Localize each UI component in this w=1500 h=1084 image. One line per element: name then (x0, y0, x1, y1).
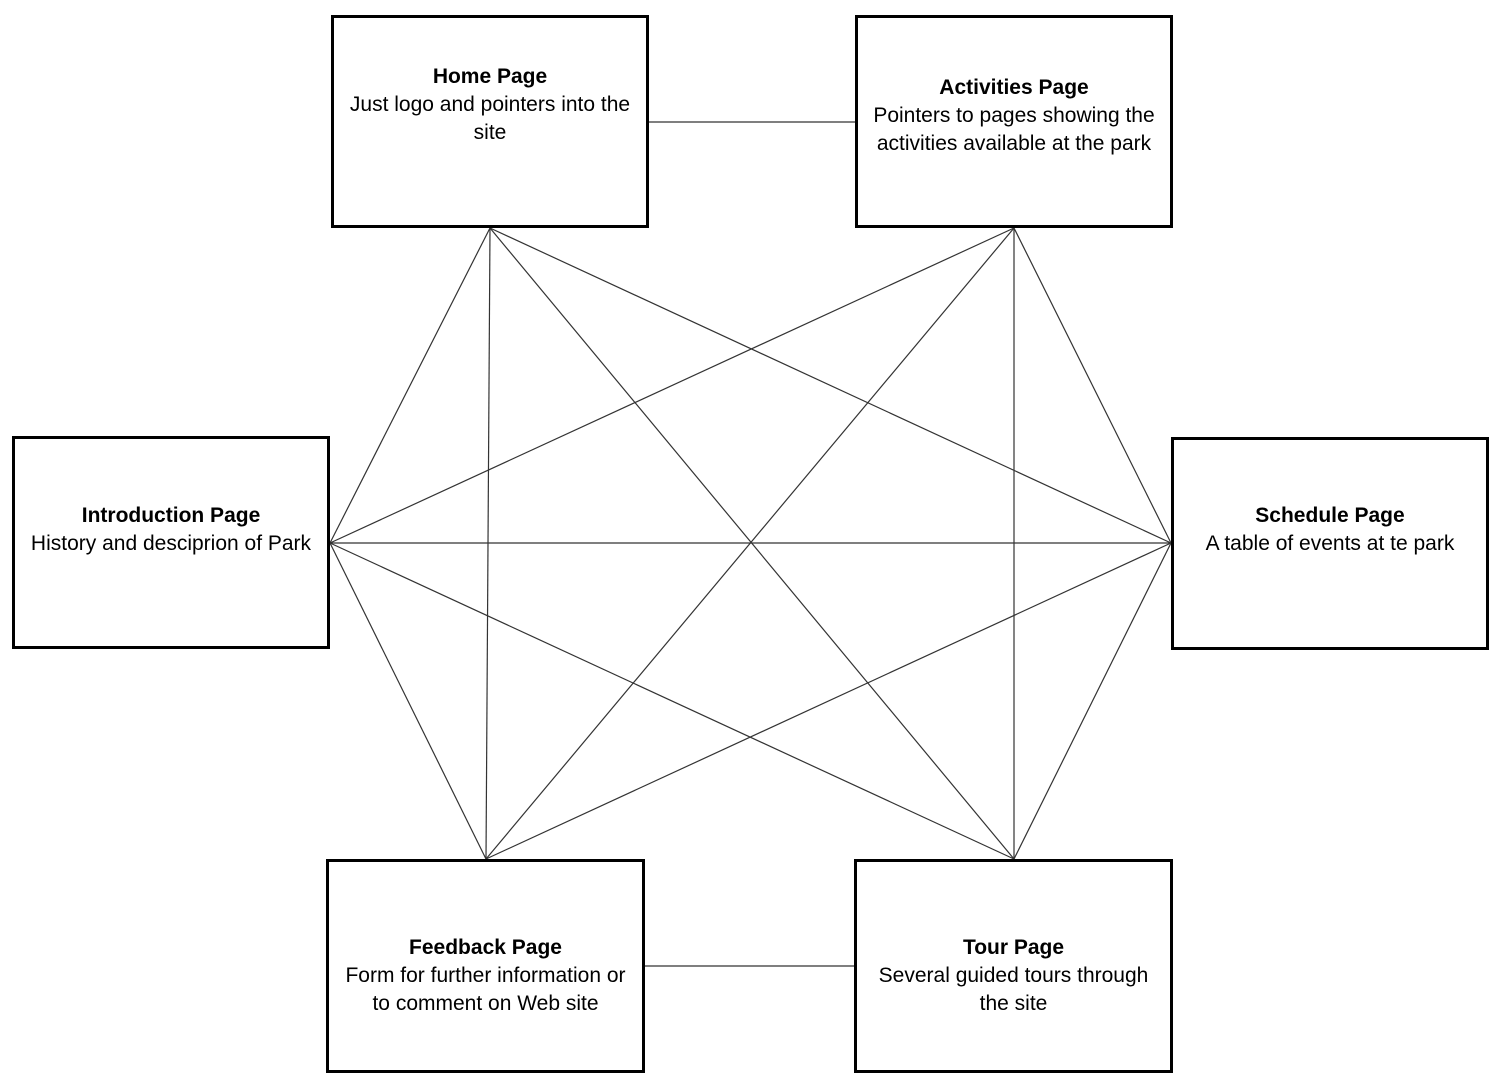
node-schedule-page: Schedule Page A table of events at te pa… (1171, 437, 1489, 650)
link-activities-introduction (329, 227, 1015, 544)
node-description: Pointers to pages showing the activities… (873, 103, 1155, 155)
node-home-page: Home Page Just logo and pointers into th… (331, 15, 649, 228)
link-schedule-feedback (485, 542, 1172, 860)
node-title: Activities Page (939, 75, 1089, 99)
link-activities-schedule (1013, 227, 1172, 544)
node-description: Form for further information or to comme… (345, 964, 626, 1015)
node-description: A table of events at te park (1205, 531, 1455, 555)
node-description: Just logo and pointers into the site (349, 92, 631, 144)
node-description: History and desciprion of Park (30, 531, 312, 555)
node-title: Tour Page (962, 936, 1065, 959)
node-title: Schedule Page (1255, 503, 1405, 527)
link-introduction-tour (329, 542, 1015, 860)
node-title: Feedback Page (409, 936, 562, 959)
node-activities-page: Activities Page Pointers to pages showin… (855, 15, 1173, 228)
node-tour-page: Tour Page Several guided tours through t… (854, 859, 1173, 1073)
link-schedule-tour (1013, 542, 1172, 860)
node-title: Introduction Page (81, 503, 261, 527)
node-description: Several guided tours through the site (878, 964, 1149, 1015)
node-title: Home Page (432, 64, 548, 88)
link-introduction-feedback (329, 542, 487, 860)
node-feedback-page: Feedback Page Form for further informati… (326, 859, 645, 1073)
link-home-introduction (329, 227, 491, 544)
link-home-schedule (489, 227, 1172, 544)
node-introduction-page: Introduction Page History and desciprion… (12, 436, 330, 649)
